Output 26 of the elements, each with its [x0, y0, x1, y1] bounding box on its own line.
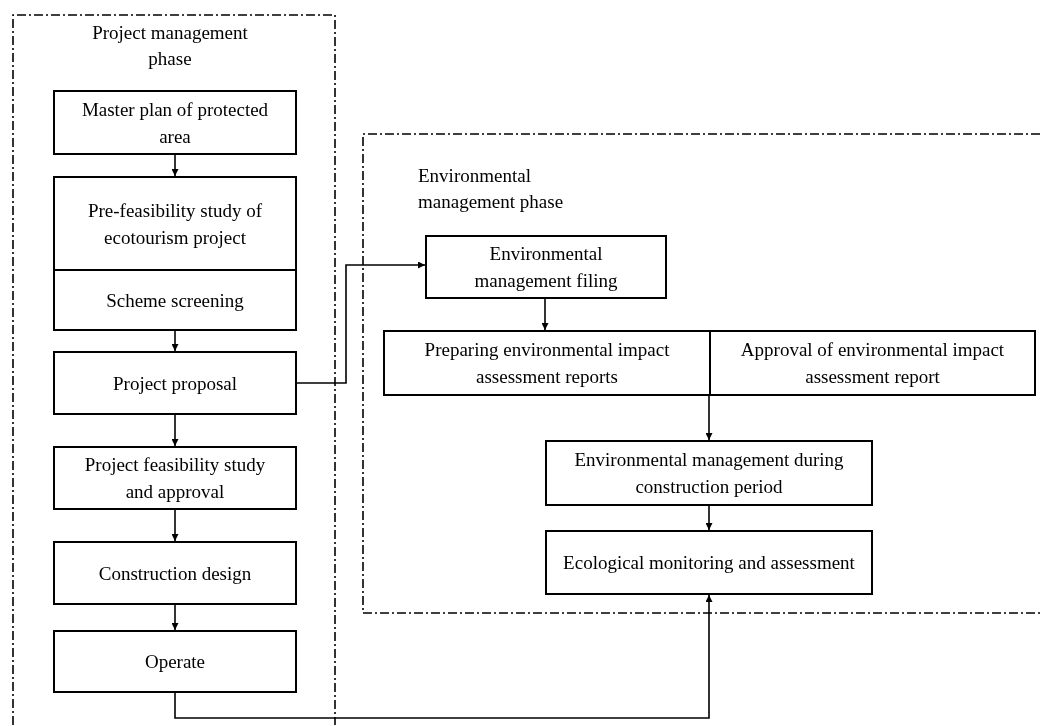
phase-frame	[12, 14, 336, 726]
process-box: Environmental management during construction period	[545, 440, 873, 506]
phase-frame	[362, 133, 1041, 614]
process-box: Environmental management filing	[425, 235, 667, 299]
arrow	[541, 298, 549, 331]
phase-title: Project management phase	[91, 21, 249, 71]
process-box: Operate	[53, 630, 297, 693]
process-box: Project feasibility study and approval	[53, 446, 297, 510]
arrow	[705, 505, 713, 531]
process-box: Construction design	[53, 541, 297, 605]
process-box: Master plan of protected area	[53, 90, 297, 155]
arrow	[171, 414, 179, 447]
arrow	[171, 509, 179, 542]
process-box: Project proposal	[53, 351, 297, 415]
process-box: Ecological monitoring and assessment	[545, 530, 873, 595]
arrow	[296, 261, 426, 384]
process-box: Scheme screening	[53, 269, 297, 331]
arrow	[705, 395, 713, 441]
process-box: Pre-feasibility study of ecotourism project	[53, 176, 297, 271]
arrow	[174, 594, 713, 719]
process-box: Preparing environmental impact assessment reports	[383, 330, 711, 396]
phase-title: Environmental management phase	[418, 164, 565, 214]
arrow	[171, 330, 179, 352]
arrow	[171, 154, 179, 177]
arrow	[171, 604, 179, 631]
process-box: Approval of environmental impact assessment report	[709, 330, 1036, 396]
